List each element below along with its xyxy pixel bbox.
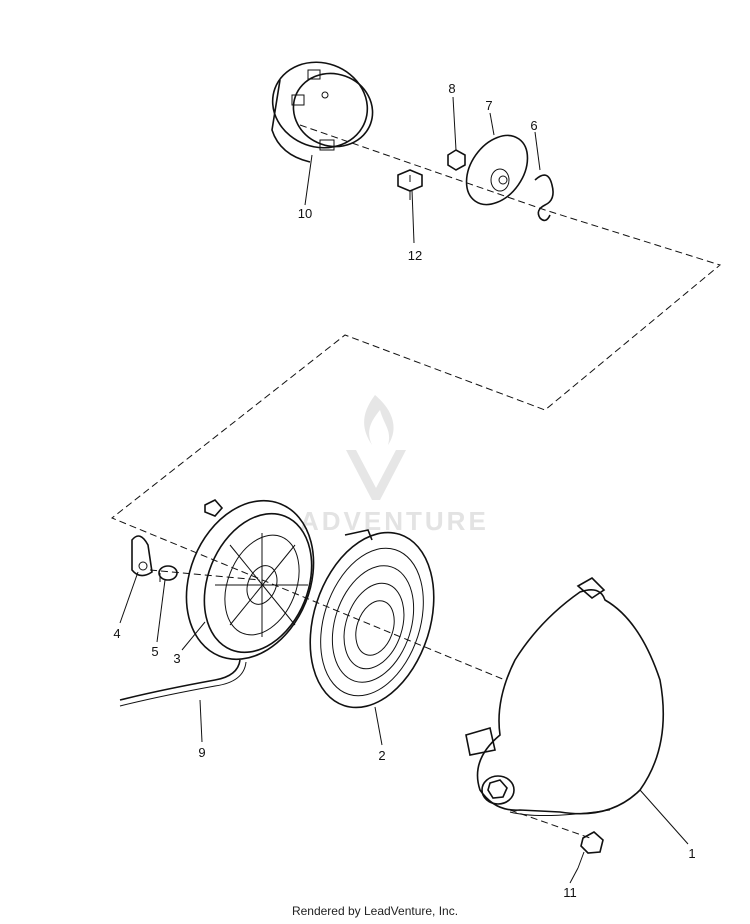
watermark-text: ADVENTURE <box>300 506 489 536</box>
callout-6: 6 <box>530 118 537 133</box>
callout-3: 3 <box>173 651 180 666</box>
housing-bolt <box>577 831 604 869</box>
callout-1: 1 <box>688 846 695 861</box>
pawl-spacer <box>158 565 178 582</box>
starter-rope <box>119 659 247 707</box>
watermark-logo <box>346 395 406 500</box>
callout-10: 10 <box>298 206 312 221</box>
callout-5: 5 <box>151 644 158 659</box>
recoil-spring <box>309 529 435 709</box>
starter-housing <box>465 577 665 817</box>
footer-credit: Rendered by LeadVenture, Inc. <box>291 904 459 918</box>
callout-2: 2 <box>378 748 385 763</box>
assembly-guide-lines <box>111 124 722 839</box>
friction-plate <box>465 134 529 206</box>
clip-spring <box>534 174 554 222</box>
leader-lines <box>119 96 689 884</box>
callout-12: 12 <box>408 248 422 263</box>
ratchet-pawl <box>131 535 153 577</box>
callout-4: 4 <box>113 626 120 641</box>
nut <box>447 149 466 171</box>
callout-7: 7 <box>485 98 492 113</box>
callout-8: 8 <box>448 81 455 96</box>
starter-cup <box>271 61 374 163</box>
recoil-reel <box>185 499 315 661</box>
callout-9: 9 <box>198 745 205 760</box>
callout-11: 11 <box>563 885 577 900</box>
callout-labels: 10 12 8 7 6 4 5 3 9 2 1 11 <box>113 81 695 900</box>
cup-bolt <box>397 169 423 200</box>
